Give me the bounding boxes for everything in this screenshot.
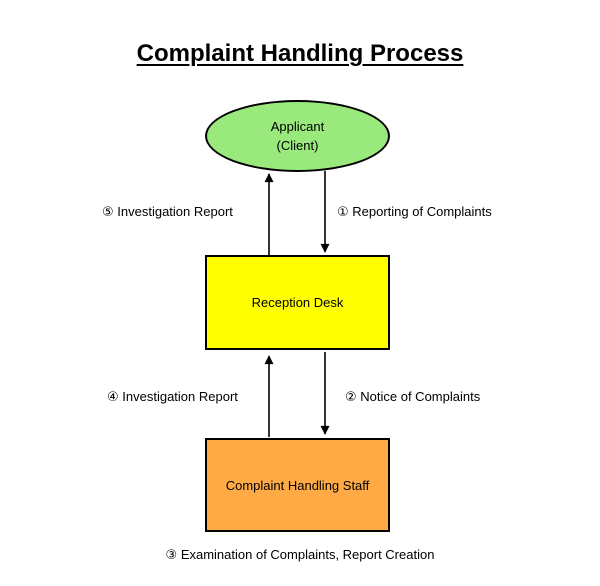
node-complaint-handling-staff: Complaint Handling Staff: [205, 438, 390, 532]
edge-label-reporting-of-complaints: ① Reporting of Complaints: [337, 204, 492, 219]
edge-label-examination-note: ③ Examination of Complaints, Report Crea…: [165, 547, 435, 562]
node-reception-desk: Reception Desk: [205, 255, 390, 350]
node-complaint-handling-staff-label: Complaint Handling Staff: [225, 477, 370, 493]
node-applicant: Applicant (Client): [205, 100, 390, 172]
node-applicant-label: Applicant (Client): [270, 119, 325, 153]
diagram-title: Complaint Handling Process: [136, 40, 464, 67]
edge-label-notice-of-complaints: ② Notice of Complaints: [345, 389, 481, 404]
edge-label-investigation-report-5: ⑤ Investigation Report: [102, 204, 233, 219]
edge-label-investigation-report-4: ④ Investigation Report: [107, 389, 238, 404]
node-reception-desk-label: Reception Desk: [251, 295, 344, 310]
